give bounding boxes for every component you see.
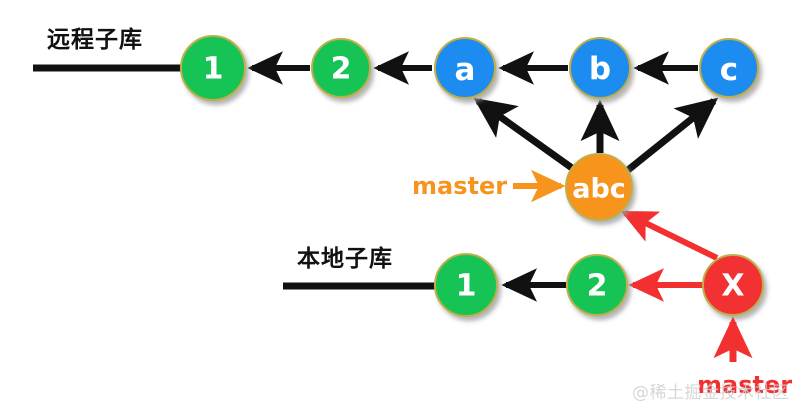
node-remote-b[interactable]: b [569, 37, 631, 99]
node-remote-c[interactable]: c [699, 38, 759, 98]
node-local-1[interactable]: 1 [434, 253, 498, 317]
remote-row-group: 远程子库 [33, 27, 190, 72]
node-remote-1[interactable]: 1 [180, 35, 246, 101]
branch-label-master-local: master [697, 371, 792, 399]
local-row-group: 本地子库 [283, 246, 443, 290]
node-merge-abc[interactable]: abc [565, 153, 633, 221]
branch-pointer-master-local: master [697, 316, 792, 399]
edge-group-merge [473, 97, 719, 173]
branch-pointer-master-remote: master [412, 169, 566, 203]
node-remote-b-label: b [589, 51, 611, 87]
node-remote-1-label: 1 [203, 52, 224, 87]
edge-group-local-chain [501, 210, 719, 302]
node-remote-c-label: c [720, 52, 738, 88]
node-remote-a-label: a [455, 52, 476, 88]
edge-localx-to-abc [620, 210, 719, 261]
node-remote-2[interactable]: 2 [311, 38, 371, 98]
watermark-label: @稀土掘金技术社区 [632, 383, 790, 403]
edge-abc-to-remotec [625, 97, 719, 173]
node-local-2[interactable]: 2 [566, 254, 628, 316]
node-remote-a[interactable]: a [434, 37, 496, 99]
remote-row-caption: 远程子库 [47, 27, 143, 53]
local-row-caption: 本地子库 [297, 246, 393, 272]
branch-label-master-remote: master [412, 172, 507, 200]
node-local-1-label: 1 [456, 269, 477, 304]
edge-abc-to-remotea [473, 97, 575, 171]
node-remote-2-label: 2 [331, 52, 352, 87]
node-merge-abc-label: abc [572, 174, 626, 205]
node-local-2-label: 2 [587, 269, 608, 304]
node-local-x[interactable]: X [702, 254, 764, 316]
node-local-x-label: X [721, 269, 744, 304]
